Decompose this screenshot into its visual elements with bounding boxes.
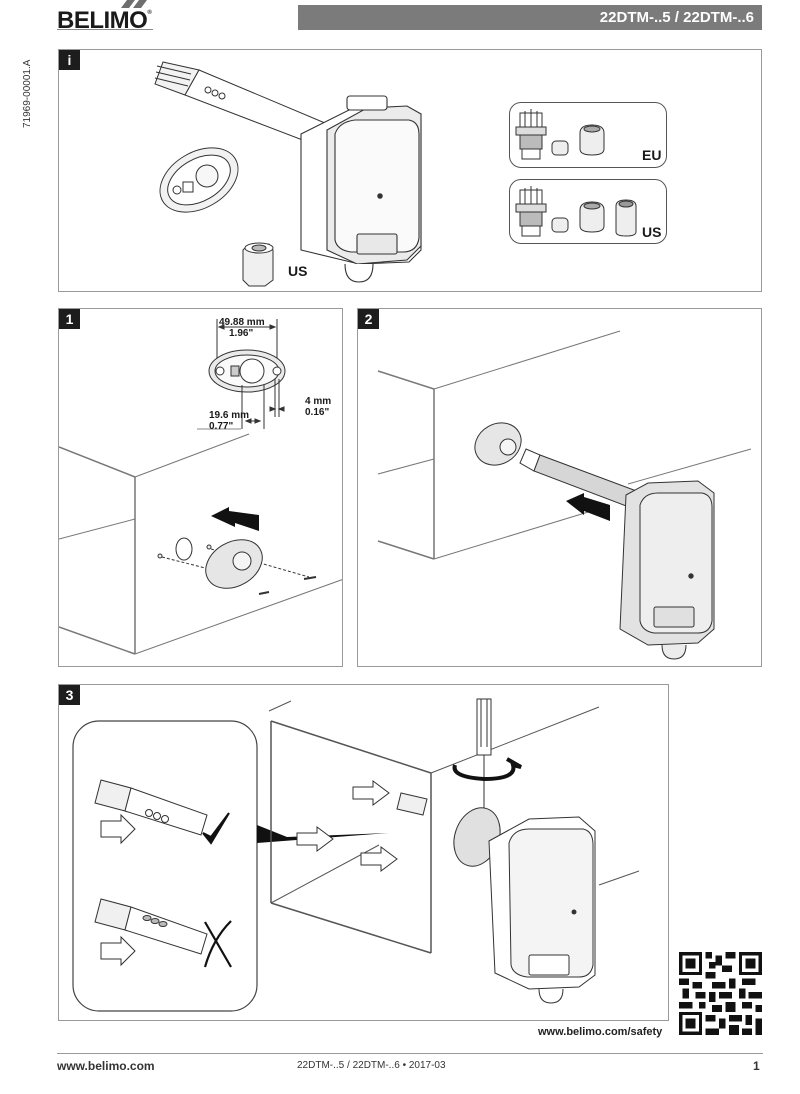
mounting-flange xyxy=(159,147,239,213)
step-2-panel: 2 xyxy=(357,308,762,667)
model-title-bar: 22DTM-..5 / 22DTM-..6 xyxy=(298,5,762,30)
sensor-probe xyxy=(154,61,326,145)
brand-name: BELIMO® xyxy=(57,7,152,34)
step-3-badge: 3 xyxy=(59,685,80,705)
footer-website-link[interactable]: www.belimo.com xyxy=(57,1059,155,1073)
us-kit-parts xyxy=(515,186,637,237)
probe-insert-illustration xyxy=(377,330,752,660)
model-title: 22DTM-..5 / 22DTM-..6 xyxy=(599,9,754,26)
rotate-arrow-icon xyxy=(452,757,522,782)
safety-link[interactable]: www.belimo.com/safety xyxy=(538,1026,663,1038)
eu-kit-label: EU xyxy=(642,147,662,163)
sensor-housing xyxy=(300,95,422,283)
probe-correct xyxy=(94,779,208,845)
us-adapter-nut xyxy=(242,242,274,287)
screwdriver xyxy=(476,698,492,815)
document-id-label: 71969-00001.A xyxy=(22,59,33,128)
step-1-badge: 1 xyxy=(59,309,80,329)
page-number: 1 xyxy=(753,1059,760,1073)
insert-arrow-icon xyxy=(211,507,259,531)
qr-code-icon[interactable] xyxy=(679,952,762,1035)
footer-doc-info: 22DTM-..5 / 22DTM-..6 • 2017-03 xyxy=(297,1060,446,1071)
footer-divider xyxy=(57,1053,763,1054)
logo-swoosh-icon xyxy=(121,0,147,8)
info-badge: i xyxy=(59,50,80,70)
us-kit-box: US xyxy=(509,179,667,244)
sensor-illustration xyxy=(154,61,422,287)
step-2-badge: 2 xyxy=(358,309,379,329)
belimo-logo: BELIMO® xyxy=(57,0,155,34)
drill-template-illustration xyxy=(59,319,342,655)
step-1-panel: 1 xyxy=(58,308,343,667)
step-3-panel: 3 xyxy=(58,684,669,1021)
check-icon xyxy=(202,812,230,845)
us-adapter-label: US xyxy=(288,263,308,279)
info-panel: i xyxy=(58,49,762,292)
eu-kit-box: EU xyxy=(509,102,667,168)
insert-arrow-icon xyxy=(566,493,610,521)
orientation-illustration xyxy=(72,698,640,1012)
logo-underline xyxy=(57,29,153,30)
eu-kit-parts xyxy=(515,109,605,160)
cross-icon xyxy=(203,920,232,968)
us-kit-label: US xyxy=(642,224,662,240)
probe-wrong xyxy=(94,898,208,967)
